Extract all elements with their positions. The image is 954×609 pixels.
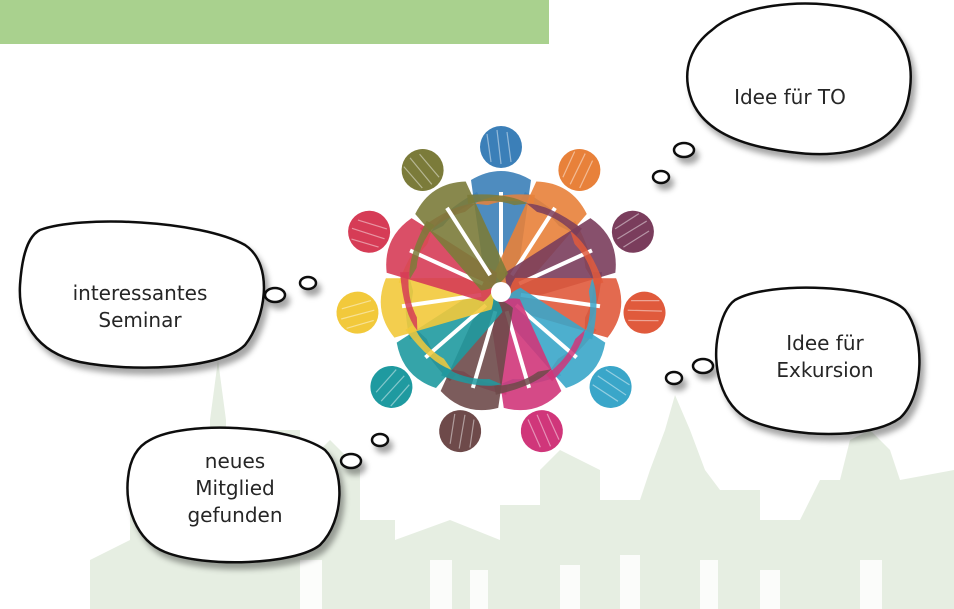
person-head [401, 149, 444, 192]
person-head-texture [351, 219, 388, 248]
bubble-line: gefunden [187, 503, 283, 527]
person-head [589, 365, 632, 408]
bubble-text-idee-fuer-exkursion: Idee für Exkursion [740, 330, 910, 384]
person-leg-gap [445, 206, 492, 277]
person-arms [409, 194, 528, 280]
person-head [558, 149, 601, 192]
bubble-text-neues-mitglied: neues Mitglied gefunden [145, 448, 325, 529]
bubble-text-idee-fuer-to: Idee für TO [700, 84, 880, 111]
bubble-line: Idee für [786, 331, 864, 355]
person-head [348, 210, 391, 253]
bubble-line: Seminar [98, 308, 182, 332]
bubble-line: Idee für TO [734, 85, 846, 109]
person-head [439, 410, 482, 453]
person-figure [401, 149, 528, 291]
person-head [370, 365, 413, 408]
person-head-texture [614, 213, 650, 248]
person-head [623, 291, 666, 334]
thought-bubble-right [664, 286, 921, 436]
person-head-texture [486, 129, 512, 165]
person-arms [474, 194, 593, 280]
title-banner [0, 0, 549, 44]
thought-bubble-top-right [651, 2, 912, 185]
person-head [480, 126, 522, 168]
person-head-texture [403, 153, 440, 189]
bubble-line: interessantes [72, 281, 208, 305]
person-head-texture [592, 369, 630, 402]
person-head-texture [562, 151, 594, 189]
person-head-texture [627, 300, 662, 322]
person-head-texture [527, 413, 560, 448]
people-circle-illustration [336, 126, 666, 453]
person-body [386, 218, 497, 302]
person-head [611, 210, 654, 253]
circle-center [491, 282, 511, 302]
person-head [520, 410, 563, 453]
bubble-line: Mitglied [195, 476, 275, 500]
person-figure [499, 278, 632, 408]
bubble-line: neues [204, 449, 266, 473]
person-head-texture [341, 300, 375, 329]
person-head-texture [375, 369, 410, 407]
person-figure [348, 203, 497, 331]
bubble-text-interessantes-seminar: interessantes Seminar [40, 280, 240, 334]
person-head [336, 291, 379, 334]
thought-bubble-left [18, 220, 318, 369]
person-head-texture [449, 413, 475, 449]
bubble-line: Exkursion [776, 358, 874, 382]
thought-bubble-bottom-left [126, 426, 390, 564]
person-arms [450, 329, 586, 395]
